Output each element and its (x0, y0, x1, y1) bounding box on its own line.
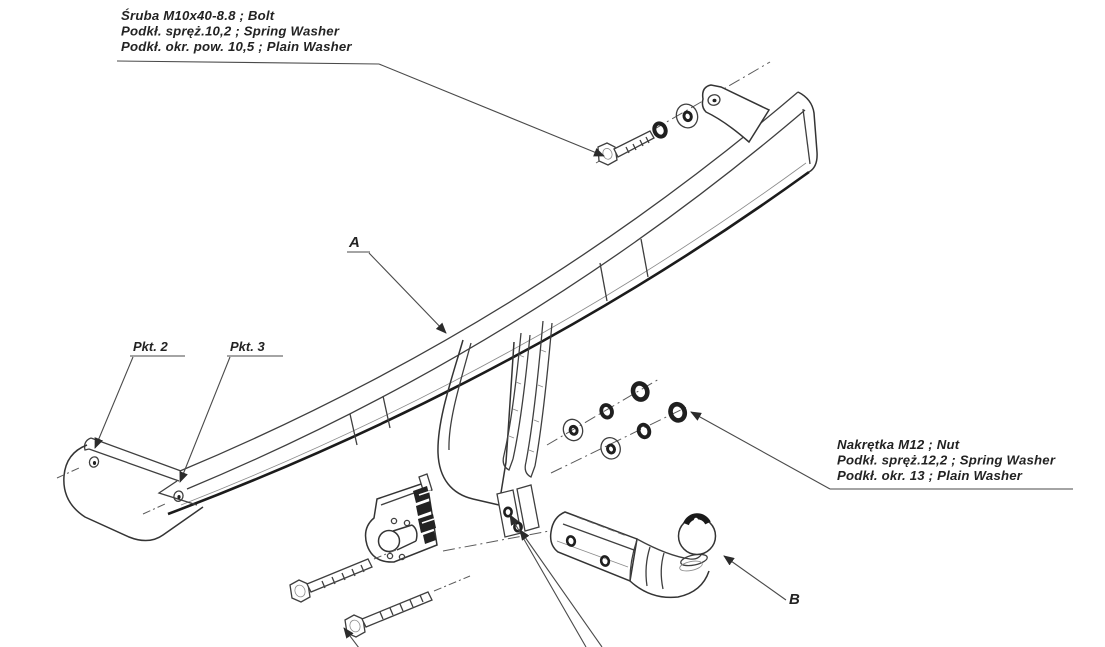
left-mounting-bracket (56, 437, 204, 542)
bolt-note-line1: Śruba M10x40-8.8 ; Bolt (121, 8, 275, 23)
plain-washer (600, 436, 621, 460)
nut-note-line2: Podkł. spręż.12,2 ; Spring Washer (837, 453, 1056, 468)
coupling-hole (565, 535, 577, 547)
keyhole-slot (377, 524, 418, 553)
plate-hole (403, 519, 411, 527)
lower-hole-leader-2 (519, 529, 603, 647)
bottom-bolt-2 (344, 575, 471, 638)
support-plate (437, 339, 515, 506)
bolt-note-underline (116, 60, 380, 65)
lock-plate (364, 473, 438, 563)
label-part-a: A (348, 234, 360, 251)
top-bolt (597, 130, 655, 166)
lock-plate-tab (418, 473, 433, 494)
hanger-strap-right (524, 320, 553, 478)
attachment-hole-upper (503, 506, 513, 518)
coupling-body (549, 511, 638, 583)
plate-hole (398, 553, 406, 561)
label-b-leader (723, 555, 787, 601)
crossbar-beam (167, 91, 818, 516)
hanger-strap-left (502, 332, 531, 471)
beam-end-cap (797, 91, 818, 173)
bracket-hole-pkt2 (88, 456, 100, 468)
pkt2-leader (94, 356, 134, 449)
bolt-note-line2: Podkł. spręż.10,2 ; Spring Washer (121, 24, 340, 39)
coupling-axis (442, 528, 561, 552)
pkt3-leader (179, 356, 231, 483)
ball-coupling (549, 511, 717, 599)
fastener-row-lower (550, 401, 690, 474)
leader-lines (94, 60, 1073, 647)
nut (668, 401, 688, 423)
top-spring-washer (652, 121, 668, 139)
neck-outer-edge (629, 570, 710, 599)
coupling-hole (599, 555, 611, 567)
plain-washer (562, 418, 584, 442)
label-pkt3: Pkt. 3 (230, 339, 265, 354)
nut (630, 381, 650, 402)
plate-hole (390, 517, 398, 525)
label-pkt2: Pkt. 2 (133, 339, 168, 354)
plate-hole (386, 552, 394, 560)
fastener-row-upper (546, 378, 660, 446)
bottom-bolt-1 (289, 549, 397, 603)
lock-mechanism (413, 486, 436, 544)
bolt-note-line3: Podkł. okr. pow. 10,5 ; Plain Washer (121, 39, 352, 54)
spring-washer (599, 403, 614, 420)
annotations: Śruba M10x40-8.8 ; Bolt Podkł. spręż.10,… (121, 8, 1056, 608)
nut-note-leader (690, 411, 831, 490)
label-a-leader (368, 252, 447, 334)
top-plain-washer (675, 103, 699, 129)
nut-note-line1: Nakrętka M12 ; Nut (837, 437, 960, 452)
bolt-note-leader (378, 63, 605, 157)
nut-note-line3: Podkł. okr. 13 ; Plain Washer (837, 468, 1023, 483)
bolt2-leader (343, 627, 359, 647)
bracket-hole-top (707, 94, 721, 106)
label-part-b: B (789, 591, 800, 608)
bracket-hole-pkt3 (173, 490, 184, 502)
spring-washer (636, 422, 652, 440)
